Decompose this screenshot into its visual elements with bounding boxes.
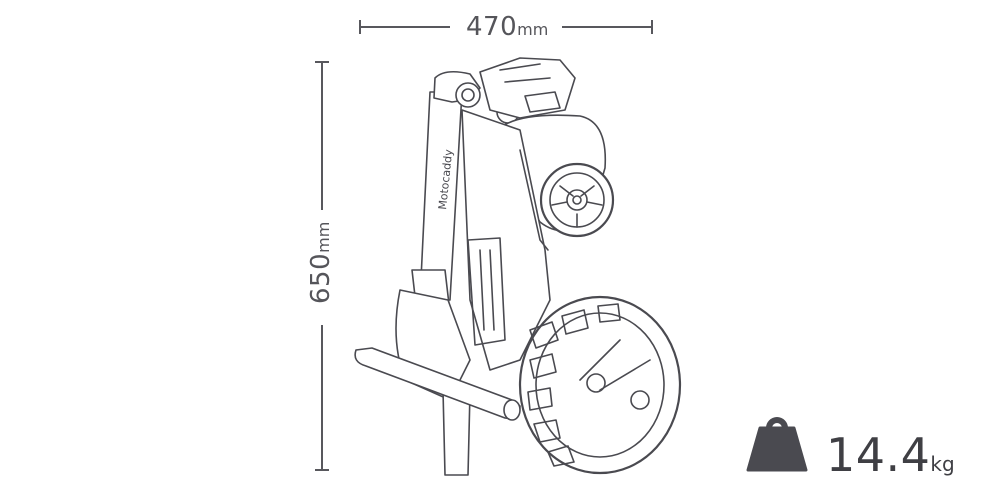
weight-unit: kg [930, 452, 955, 476]
width-value: 470 [466, 12, 518, 42]
width-dimension-line [359, 20, 653, 34]
width-unit: mm [517, 20, 549, 39]
brand-mark: Motocaddy [436, 148, 455, 210]
width-label: 470mm [466, 12, 548, 42]
folded-trolley-drawing [354, 57, 682, 476]
weight-label: 14.4kg [826, 428, 955, 482]
height-label: 650mm [306, 222, 336, 304]
weight-icon [746, 417, 808, 472]
weight-value: 14.4 [826, 428, 931, 482]
height-unit: mm [314, 221, 333, 253]
front-wheel [539, 162, 615, 238]
height-dimension-line [315, 61, 329, 471]
rear-wheel [518, 295, 682, 475]
height-value: 650 [306, 252, 336, 304]
